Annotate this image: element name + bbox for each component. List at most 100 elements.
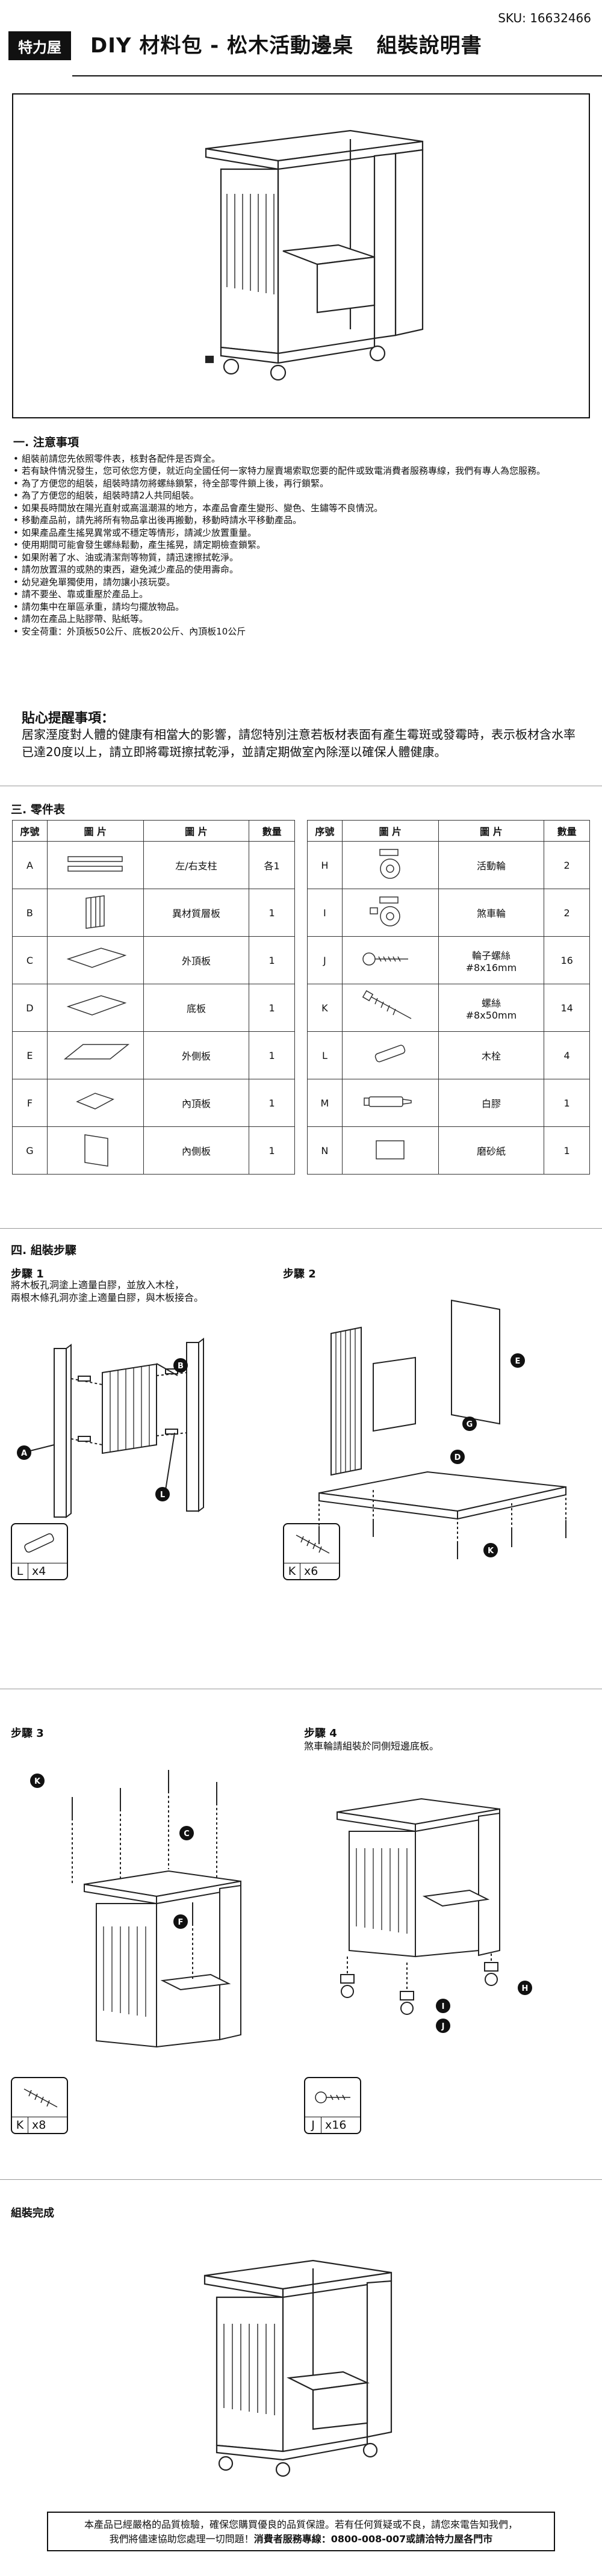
part-image <box>46 889 144 937</box>
part-image <box>341 1079 439 1127</box>
part-name: 內側板 <box>143 1126 250 1175</box>
product-illustration-frame <box>12 93 590 418</box>
page-title: DIY 材料包 - 松木活動邊桌 組裝說明書 <box>90 34 482 58</box>
table-row: H 活動輪 2 <box>307 841 590 889</box>
part-qty: 1 <box>249 1079 295 1127</box>
tip-body: 居家溼度對人體的健康有相當大的影響，請您特別注意若板材表面有產生霉斑或發霉時，表… <box>22 727 576 759</box>
part-name: 活動輪 <box>438 841 545 889</box>
count-value: x8 <box>32 2118 46 2132</box>
part-qty: 各1 <box>249 841 295 889</box>
part-image <box>46 1079 144 1127</box>
table-row: B 異材質層板 1 <box>12 889 295 937</box>
col-header-qty: 數量 <box>249 820 295 842</box>
part-name: 左/右支柱 <box>143 841 250 889</box>
callout-g: G <box>467 1420 473 1429</box>
part-image <box>341 1126 439 1175</box>
count-part-label: K <box>12 2117 28 2133</box>
step1-diagram: A B L <box>17 1338 204 1518</box>
part-id: I <box>307 889 343 937</box>
step4-desc: 煞車輪請組裝於同側短邊底板。 <box>304 1740 439 1752</box>
callout-k: K <box>34 1777 41 1786</box>
note-item: 如果產品產生搖晃異常或不穩定等情形，請減少放置重量。 <box>13 527 591 539</box>
footer-notice: 本產品已經嚴格的品質檢驗，確保您購買優良的品質保證。若有任何質疑或不良，請您來電… <box>47 2512 555 2551</box>
step2-diagram: E G D K <box>318 1299 566 1559</box>
count-value: x16 <box>325 2118 347 2132</box>
part-id: F <box>12 1079 48 1127</box>
divider <box>0 2179 602 2180</box>
footer-line2: 我們將儘速協助您處理一切問題！消費者服務專線：0800-008-007或請洽特力… <box>48 2532 554 2547</box>
finished-product-diagram <box>203 2259 393 2477</box>
parts-table-right: 序號 圖 片 圖 片 數量 H 活動輪 2 I 煞車輪 2 J 輪子螺絲#8x1… <box>307 820 590 1175</box>
assembly-heading: 四. 組裝步驟 <box>11 1244 76 1257</box>
table-row: L 木栓 4 <box>307 1031 590 1079</box>
part-id: M <box>307 1079 343 1127</box>
callout-l: L <box>160 1491 165 1500</box>
count-value: x6 <box>304 1565 318 1578</box>
callout-i: I <box>442 2002 445 2011</box>
part-id: E <box>12 1031 48 1079</box>
divider <box>0 1228 602 1229</box>
count-value: x4 <box>32 1565 46 1578</box>
callout-b: B <box>178 1362 184 1371</box>
note-item: 若有缺件情況發生，您可依您方便，就近向全國任何一家特力屋賣場索取您要的配件或致電… <box>13 465 591 477</box>
note-item: 請勿集中在單區承重，請均勻擺放物品。 <box>13 601 591 613</box>
part-name-text: 螺絲 <box>481 997 501 1009</box>
tip-title: 貼心提醒事項： <box>22 711 115 726</box>
part-qty: 1 <box>544 1079 590 1127</box>
step1-desc-line1: 將木板孔洞塗上適量白膠，並放入木栓， <box>11 1279 185 1291</box>
part-image <box>341 889 439 937</box>
part-spec: #8x50mm <box>465 1009 517 1021</box>
step1-title: 步驟 1 <box>11 1268 44 1280</box>
part-qty: 1 <box>544 1126 590 1175</box>
table-row: C 外頂板 1 <box>12 936 295 984</box>
part-name: 異材質層板 <box>143 889 250 937</box>
step4-title: 步驟 4 <box>304 1727 337 1740</box>
callout-e: E <box>515 1357 521 1366</box>
part-id: H <box>307 841 343 889</box>
step3-diagram: K C F <box>30 1770 241 2048</box>
part-id: D <box>12 984 48 1032</box>
table-row: K 螺絲#8x50mm 14 <box>307 984 590 1032</box>
count-part-label: K <box>284 1563 300 1579</box>
part-name: 煞車輪 <box>438 889 545 937</box>
table-row: D 底板 1 <box>12 984 295 1032</box>
sku-label: SKU: 16632466 <box>498 11 591 25</box>
part-id: G <box>12 1126 48 1175</box>
step1-desc-line2: 兩根木條孔洞亦塗上適量白膠，與木板接合。 <box>11 1292 204 1303</box>
part-image <box>341 984 439 1032</box>
part-qty: 2 <box>544 889 590 937</box>
part-name-text: 輪子螺絲 <box>471 949 510 961</box>
step4-diagram: H I J <box>337 1798 532 2033</box>
parts-table-left: 序號 圖 片 圖 片 數量 A 左/右支柱 各1 B 異材質層板 1 C 外頂板… <box>12 820 295 1175</box>
part-image <box>46 841 144 889</box>
notes-list: 組裝前請您先依照零件表，核對各配件是否齊全。 若有缺件情況發生，您可依您方便，就… <box>13 453 591 638</box>
part-image <box>341 1031 439 1079</box>
col-header-id: 序號 <box>12 820 48 842</box>
callout-f: F <box>178 1918 184 1927</box>
note-item: 為了方便您的組裝，組裝時請2人共同組裝。 <box>13 489 591 502</box>
callout-j: J <box>441 2022 445 2031</box>
note-item: 請勿放置濕的或熱的東西，避免減少產品的使用壽命。 <box>13 563 591 576</box>
part-qty: 16 <box>544 936 590 984</box>
note-item: 請不要坐、靠或重壓於產品上。 <box>13 588 591 601</box>
part-id: A <box>12 841 48 889</box>
part-name: 磨砂紙 <box>438 1126 545 1175</box>
part-qty: 1 <box>249 1126 295 1175</box>
part-image <box>341 936 439 984</box>
note-item: 如果長時間放在陽光直射或高溫潮濕的地方，本產品會產生變形、變色、生鏽等不良情況。 <box>13 502 591 515</box>
count-part-label: L <box>12 1563 28 1579</box>
part-image <box>46 984 144 1032</box>
table-row: J 輪子螺絲#8x16mm 16 <box>307 936 590 984</box>
part-name: 外側板 <box>143 1031 250 1079</box>
callout-a: A <box>21 1449 27 1458</box>
step2-title: 步驟 2 <box>283 1268 316 1280</box>
part-name: 外頂板 <box>143 936 250 984</box>
header-rule <box>72 75 602 76</box>
notes-section: 一. 注意事項 組裝前請您先依照零件表，核對各配件是否齊全。 若有缺件情況發生，… <box>13 436 591 638</box>
col-header-name: 圖 片 <box>438 820 545 842</box>
part-id: C <box>12 936 48 984</box>
